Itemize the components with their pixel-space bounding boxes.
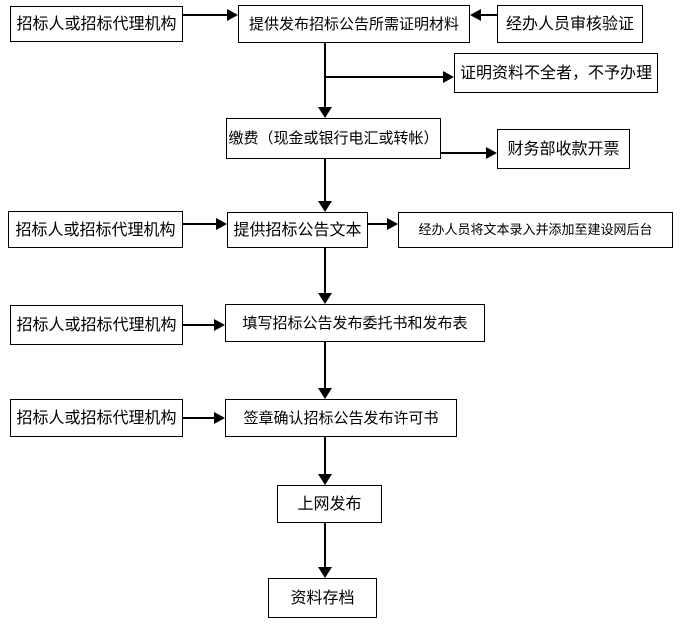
arrowhead-right-icon (214, 412, 225, 424)
arrowhead-down-icon (318, 201, 332, 212)
edge-text-input-line (368, 223, 388, 225)
edge-sign-publish-line (324, 437, 326, 475)
edge-materials-reject-line (324, 76, 445, 78)
node-requester-1: 招标人或招标代理机构 (10, 6, 183, 42)
node-requester-3: 招标人或招标代理机构 (10, 305, 183, 345)
arrowhead-right-icon (227, 9, 238, 21)
edge-publish-archive-line (324, 523, 326, 568)
edge-requester2-text-line (183, 223, 217, 225)
arrowhead-right-icon (216, 218, 227, 230)
node-finance-invoice: 财务部收款开票 (497, 129, 630, 169)
edge-text-forms-line (324, 248, 326, 294)
node-requester-2: 招标人或招标代理机构 (8, 211, 183, 248)
arrowhead-down-icon (318, 107, 332, 118)
arrowhead-right-icon (443, 71, 454, 83)
edge-payfee-invoice-line (441, 152, 487, 154)
edge-payfee-text-line (324, 159, 326, 202)
edge-forms-sign-line (324, 342, 326, 389)
node-staff-input: 经办人员将文本录入并添加至建设网后台 (398, 212, 673, 248)
node-incomplete-reject: 证明资料不全者，不予办理 (454, 53, 658, 93)
node-sign-confirm: 签章确认招标公告发布许可书 (225, 399, 457, 437)
edge-materials-payfee-line (324, 43, 326, 108)
arrowhead-left-icon (470, 9, 481, 21)
edge-requester4-sign-line (183, 417, 215, 419)
node-publish-online: 上网发布 (277, 485, 382, 523)
edge-requester3-forms-line (183, 324, 215, 326)
arrowhead-down-icon (318, 567, 332, 578)
node-requester-4: 招标人或招标代理机构 (10, 399, 183, 437)
node-fill-forms: 填写招标公告发布委托书和发布表 (225, 304, 485, 342)
node-pay-fee: 缴费（现金或银行电汇或转帐） (226, 118, 441, 159)
node-archive: 资料存档 (268, 578, 377, 618)
node-provide-materials: 提供发布招标公告所需证明材料 (238, 5, 470, 43)
arrowhead-down-icon (318, 474, 332, 485)
arrowhead-right-icon (387, 218, 398, 230)
arrowhead-right-icon (214, 319, 225, 331)
arrowhead-down-icon (318, 293, 332, 304)
node-provide-text: 提供招标公告文本 (227, 212, 368, 248)
arrowhead-right-icon (486, 147, 497, 159)
node-staff-verify: 经办人员审核验证 (497, 5, 643, 43)
arrowhead-down-icon (318, 388, 332, 399)
edge-verify-materials-line (480, 14, 497, 16)
edge-requester1-materials-line (183, 14, 228, 16)
